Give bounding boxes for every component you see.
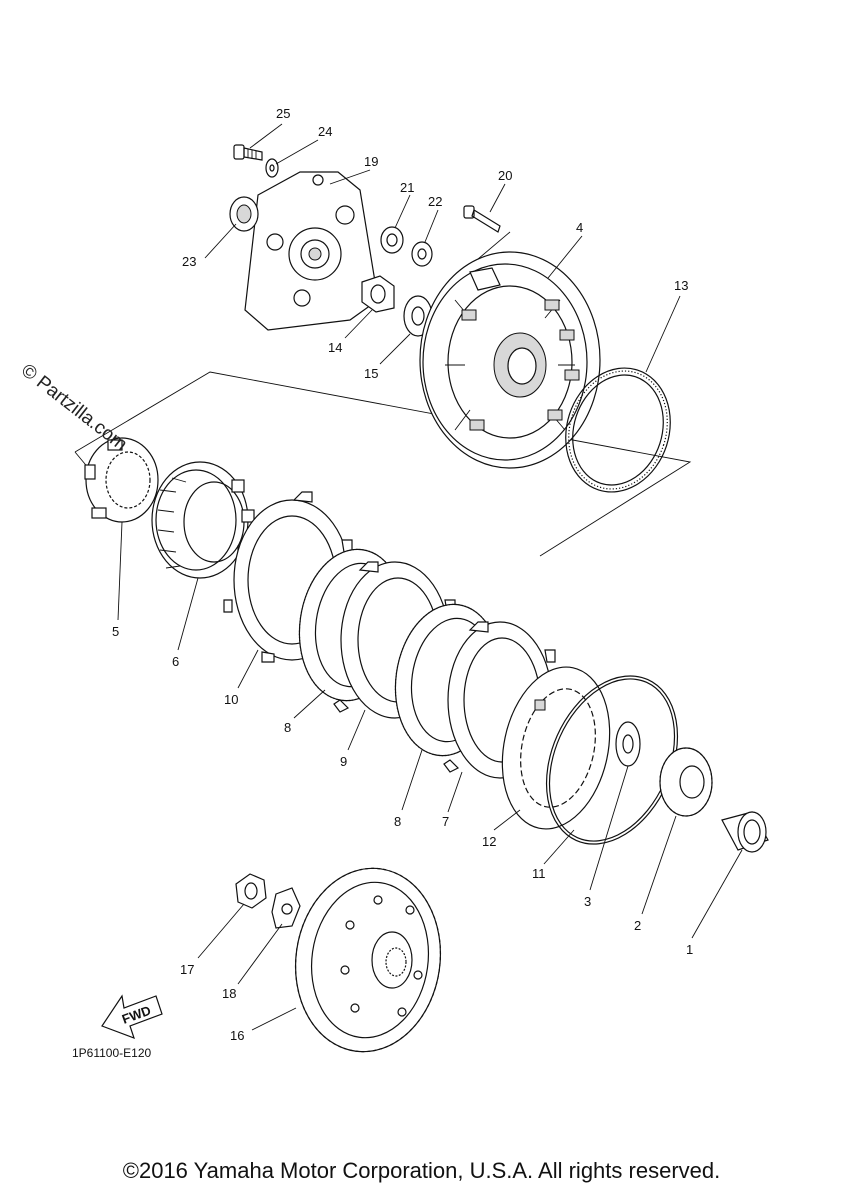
part-1-bushing bbox=[721, 811, 769, 853]
part-2-gear bbox=[659, 747, 713, 817]
part-24-washer bbox=[265, 158, 279, 178]
label-4: 4 bbox=[576, 220, 583, 235]
label-14: 14 bbox=[328, 340, 342, 355]
part-14-collar bbox=[361, 275, 395, 313]
part-16-large-gear bbox=[294, 867, 442, 1053]
label-24: 24 bbox=[318, 124, 332, 139]
label-8b: 8 bbox=[394, 814, 401, 829]
label-5: 5 bbox=[112, 624, 119, 639]
label-17: 17 bbox=[180, 962, 194, 977]
label-6: 6 bbox=[172, 654, 179, 669]
label-21: 21 bbox=[400, 180, 414, 195]
label-3: 3 bbox=[584, 894, 591, 909]
label-18: 18 bbox=[222, 986, 236, 1001]
part-20-bolt bbox=[463, 205, 501, 233]
copyright-notice: ©2016 Yamaha Motor Corporation, U.S.A. A… bbox=[122, 1158, 721, 1183]
leader-lines bbox=[117, 123, 743, 1031]
part-18-lock-washer bbox=[271, 887, 301, 929]
part-22-collar bbox=[411, 241, 433, 267]
label-10: 10 bbox=[224, 692, 238, 707]
label-23: 23 bbox=[182, 254, 196, 269]
part-21-collar bbox=[380, 226, 404, 254]
diagram-code: 1P61100-E120 bbox=[72, 1046, 152, 1060]
label-8a: 8 bbox=[284, 720, 291, 735]
label-11: 11 bbox=[532, 866, 546, 881]
label-15: 15 bbox=[364, 366, 378, 381]
label-13: 13 bbox=[674, 278, 688, 293]
label-16: 16 bbox=[230, 1028, 244, 1043]
part-3-washer bbox=[615, 721, 641, 767]
part-17-nut bbox=[235, 873, 267, 909]
label-9: 9 bbox=[340, 754, 347, 769]
label-22: 22 bbox=[428, 194, 442, 209]
part-13-ring bbox=[565, 367, 671, 493]
label-25: 25 bbox=[276, 106, 290, 121]
label-20: 20 bbox=[498, 168, 512, 183]
part-4-clutch-housing bbox=[419, 251, 601, 469]
part-23-bearing bbox=[229, 196, 259, 232]
label-1: 1 bbox=[686, 942, 693, 957]
label-2: 2 bbox=[634, 918, 641, 933]
part-25-bolt bbox=[233, 144, 263, 161]
label-7: 7 bbox=[442, 814, 449, 829]
fwd-direction-arrow: FWD bbox=[101, 994, 163, 1040]
label-12: 12 bbox=[482, 834, 496, 849]
part-labels: 25 24 19 23 21 22 20 4 13 14 15 5 6 10 8… bbox=[112, 106, 693, 1043]
part-19-cover-plate bbox=[244, 171, 379, 331]
label-19: 19 bbox=[364, 154, 378, 169]
part-6-clutch-boss bbox=[151, 461, 255, 579]
